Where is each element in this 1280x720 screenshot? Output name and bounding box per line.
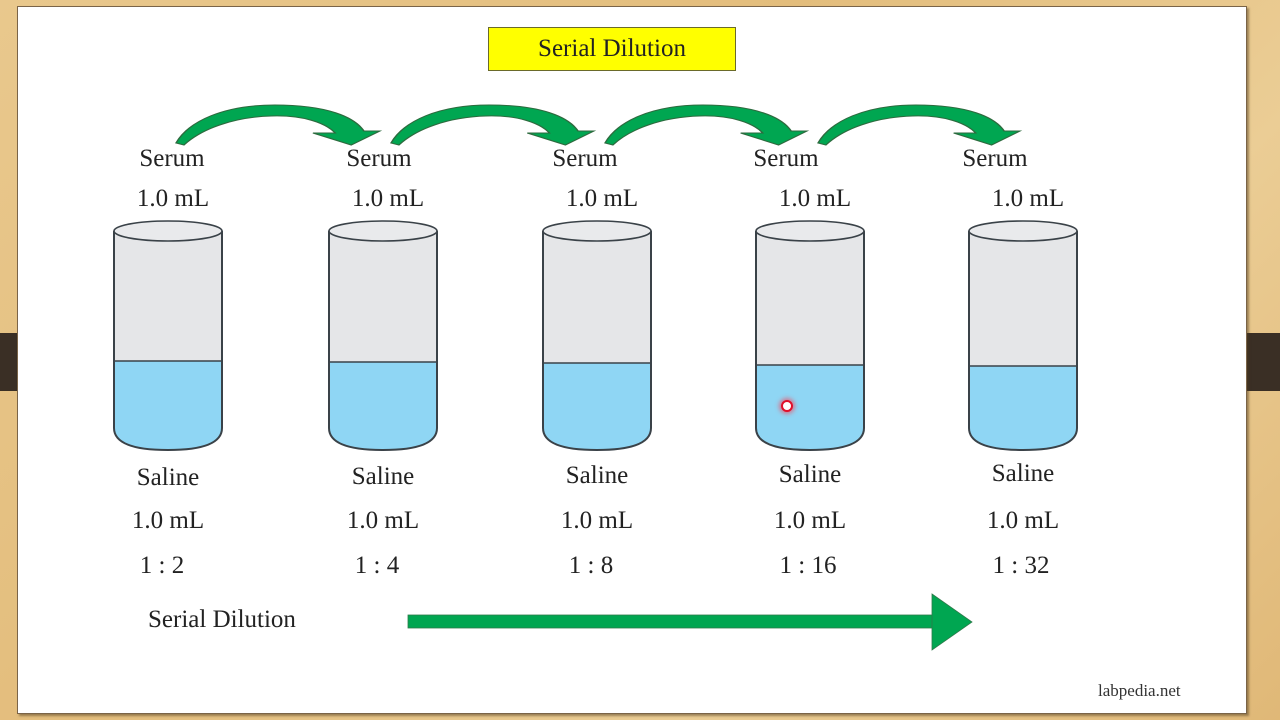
progression-arrow-icon xyxy=(407,593,973,651)
saline-volume: 1.0 mL xyxy=(560,507,634,534)
serum-volume: 1.0 mL xyxy=(778,185,852,212)
serum-volume: 1.0 mL xyxy=(351,185,425,212)
saline-liquid xyxy=(114,361,222,450)
transfer-arrow-icon xyxy=(817,104,1021,146)
left-frame-tab xyxy=(0,333,18,391)
right-frame-tab xyxy=(1246,333,1280,391)
slide-title: Serial Dilution xyxy=(488,27,736,71)
saline-liquid xyxy=(329,362,437,450)
serum-volume: 1.0 mL xyxy=(991,185,1065,212)
test-tube xyxy=(542,220,652,452)
serum-volume: 1.0 mL xyxy=(136,185,210,212)
saline-label: Saline xyxy=(778,461,842,488)
serum-label: Serum xyxy=(346,145,412,172)
serum-label: Serum xyxy=(552,145,618,172)
serum-label: Serum xyxy=(139,145,205,172)
dilution-ratio: 1 : 32 xyxy=(992,552,1050,579)
saline-label: Saline xyxy=(991,460,1055,487)
saline-label: Saline xyxy=(565,462,629,489)
transfer-arrow-icon xyxy=(175,104,381,146)
serum-label: Serum xyxy=(962,145,1028,172)
dilution-ratio: 1 : 4 xyxy=(354,552,400,579)
serum-volume: 1.0 mL xyxy=(565,185,639,212)
test-tube xyxy=(328,220,438,452)
cursor-pointer-icon xyxy=(781,400,793,412)
transfer-arrows xyxy=(175,104,1021,146)
saline-liquid xyxy=(756,365,864,450)
saline-volume: 1.0 mL xyxy=(131,507,205,534)
saline-liquid xyxy=(969,366,1077,450)
saline-volume: 1.0 mL xyxy=(773,507,847,534)
saline-label: Saline xyxy=(136,464,200,491)
test-tube xyxy=(755,220,865,452)
watermark: labpedia.net xyxy=(1098,681,1181,700)
saline-liquid xyxy=(543,363,651,450)
saline-volume: 1.0 mL xyxy=(346,507,420,534)
saline-volume: 1.0 mL xyxy=(986,507,1060,534)
test-tube xyxy=(968,220,1078,452)
serum-label: Serum xyxy=(753,145,819,172)
transfer-arrow-icon xyxy=(604,104,808,146)
saline-label: Saline xyxy=(351,463,415,490)
dilution-ratio: 1 : 2 xyxy=(139,552,185,579)
dilution-ratio: 1 : 8 xyxy=(568,552,614,579)
test-tube xyxy=(113,220,223,452)
test-tubes xyxy=(113,220,1078,452)
transfer-arrow-icon xyxy=(390,104,595,146)
serial-dilution-label: Serial Dilution xyxy=(148,606,296,633)
dilution-ratio: 1 : 16 xyxy=(779,552,837,579)
